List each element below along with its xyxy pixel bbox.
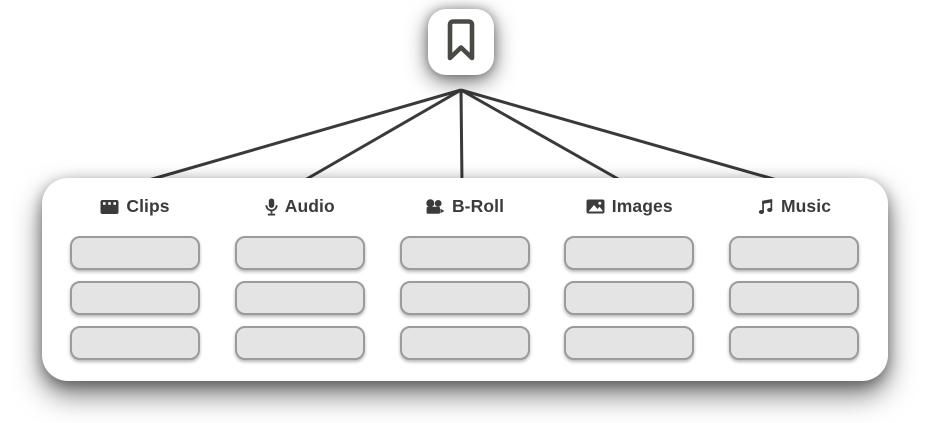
bookmark-node: [428, 9, 494, 75]
column-images: Images: [564, 195, 695, 381]
column-header-music: Music: [757, 195, 831, 218]
placeholder-slot: [399, 281, 530, 315]
placeholder-slot: [70, 281, 200, 315]
slot-list-images: [564, 236, 695, 360]
placeholder-slot: [234, 326, 365, 360]
column-audio: Audio: [234, 195, 365, 381]
column-label: B-Roll: [451, 196, 505, 216]
movie-camera-icon: [425, 198, 445, 215]
column-label: Images: [611, 196, 673, 216]
placeholder-slot: [70, 326, 200, 360]
placeholder-slot: [399, 326, 530, 360]
placeholder-slot: [729, 236, 859, 270]
connector-line-images: [460, 88, 628, 186]
placeholder-slot: [564, 281, 695, 315]
slot-list-broll: [399, 236, 530, 360]
placeholder-slot: [399, 236, 530, 270]
column-header-images: Images: [586, 195, 673, 218]
slot-list-audio: [234, 236, 365, 360]
connector-line-clips: [134, 88, 462, 186]
column-header-audio: Audio: [265, 195, 335, 218]
music-notes-icon: [757, 198, 774, 215]
column-clips: Clips: [70, 195, 200, 381]
slot-list-clips: [70, 236, 200, 360]
filmstrip-icon: [100, 199, 119, 215]
placeholder-slot: [729, 326, 859, 360]
slot-list-music: [729, 236, 859, 360]
placeholder-slot: [234, 281, 365, 315]
column-header-broll: B-Roll: [425, 195, 504, 218]
column-label: Clips: [126, 196, 170, 216]
column-broll: B-Roll: [399, 195, 530, 381]
column-music: Music: [729, 195, 859, 381]
bookmark-icon: [443, 17, 479, 68]
framed-picture-icon: [586, 199, 605, 214]
microphone-icon: [265, 198, 278, 216]
column-header-clips: Clips: [100, 195, 170, 218]
placeholder-slot: [564, 236, 695, 270]
connector-line-audio: [297, 88, 462, 186]
connector-line-music: [460, 88, 792, 186]
placeholder-slot: [70, 236, 200, 270]
connector-line-broll: [459, 89, 464, 185]
placeholder-slot: [564, 326, 695, 360]
column-label: Audio: [284, 196, 335, 216]
placeholder-slot: [729, 281, 859, 315]
placeholder-slot: [234, 236, 365, 270]
column-label: Music: [780, 196, 832, 216]
categories-panel: Clips Audio: [42, 178, 888, 381]
